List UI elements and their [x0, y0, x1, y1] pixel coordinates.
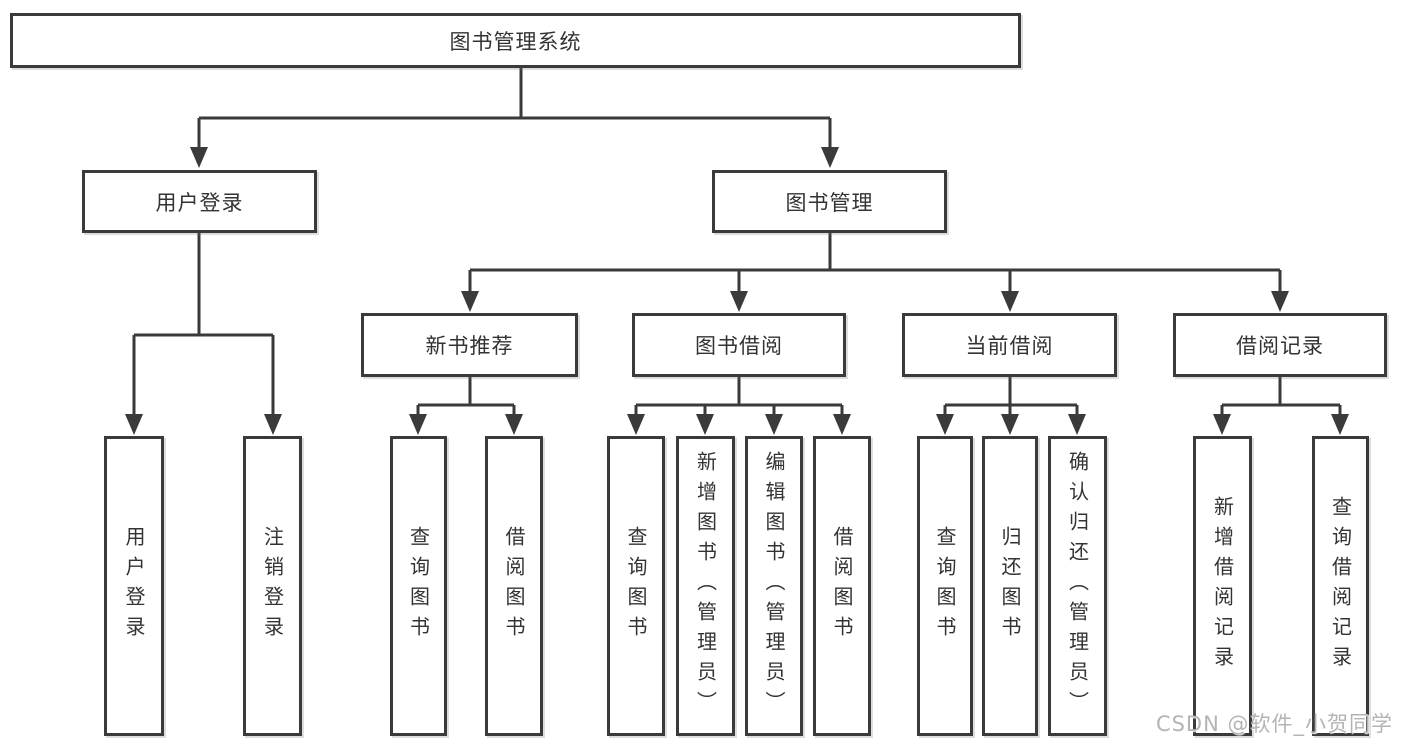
leaf-add-borrow-record: 新增借阅记录 — [1193, 436, 1252, 736]
leaf-add-books-admin-label: 新增图书（管理员） — [693, 451, 718, 721]
node-book-management-label: 图书管理 — [785, 190, 874, 215]
leaf-current-query-books: 查询图书 — [917, 436, 973, 736]
node-root-label: 图书管理系统 — [449, 29, 582, 54]
leaf-query-borrow-record: 查询借阅记录 — [1312, 436, 1369, 736]
node-current-borrow-label: 当前借阅 — [965, 334, 1054, 358]
leaf-edit-books-admin: 编辑图书（管理员） — [745, 436, 803, 736]
leaf-recommend-query-books-label: 查询图书 — [406, 526, 431, 646]
node-root: 图书管理系统 — [10, 13, 1021, 68]
leaf-borrow-query-books: 查询图书 — [607, 436, 665, 736]
leaf-confirm-return-admin: 确认归还（管理员） — [1048, 436, 1107, 736]
leaf-user-login-label: 用户登录 — [122, 526, 146, 646]
node-user-login-branch: 用户登录 — [82, 170, 317, 233]
leaf-return-books-label: 归还图书 — [998, 526, 1022, 646]
node-book-borrow: 图书借阅 — [632, 313, 846, 377]
leaf-add-books-admin: 新增图书（管理员） — [676, 436, 735, 736]
leaf-logout: 注销登录 — [243, 436, 302, 736]
leaf-confirm-return-admin-label: 确认归还（管理员） — [1065, 451, 1090, 721]
leaf-user-login: 用户登录 — [104, 436, 164, 736]
node-book-management: 图书管理 — [712, 170, 947, 233]
node-book-borrow-label: 图书借阅 — [695, 334, 783, 358]
leaf-add-borrow-record-label: 新增借阅记录 — [1210, 496, 1235, 676]
leaf-borrow-books-label: 借阅图书 — [830, 526, 854, 646]
node-borrow-record-label: 借阅记录 — [1236, 334, 1324, 358]
leaf-borrow-query-books-label: 查询图书 — [624, 526, 648, 646]
leaf-return-books: 归还图书 — [982, 436, 1038, 736]
leaf-query-borrow-record-label: 查询借阅记录 — [1328, 496, 1353, 676]
node-new-book-recommend-label: 新书推荐 — [425, 334, 514, 358]
node-new-book-recommend: 新书推荐 — [361, 313, 578, 377]
node-current-borrow: 当前借阅 — [902, 313, 1117, 377]
leaf-recommend-borrow-books: 借阅图书 — [485, 436, 543, 736]
leaf-current-query-books-label: 查询图书 — [933, 526, 957, 646]
leaf-recommend-borrow-books-label: 借阅图书 — [502, 526, 526, 646]
leaf-recommend-query-books: 查询图书 — [390, 436, 447, 736]
leaf-edit-books-admin-label: 编辑图书（管理员） — [762, 451, 786, 721]
leaf-borrow-books: 借阅图书 — [813, 436, 871, 736]
node-user-login-branch-label: 用户登录 — [155, 190, 244, 215]
leaf-logout-label: 注销登录 — [260, 526, 285, 646]
node-borrow-record: 借阅记录 — [1173, 313, 1387, 377]
csdn-watermark: CSDN @软件_小贺同学 — [1155, 712, 1393, 736]
